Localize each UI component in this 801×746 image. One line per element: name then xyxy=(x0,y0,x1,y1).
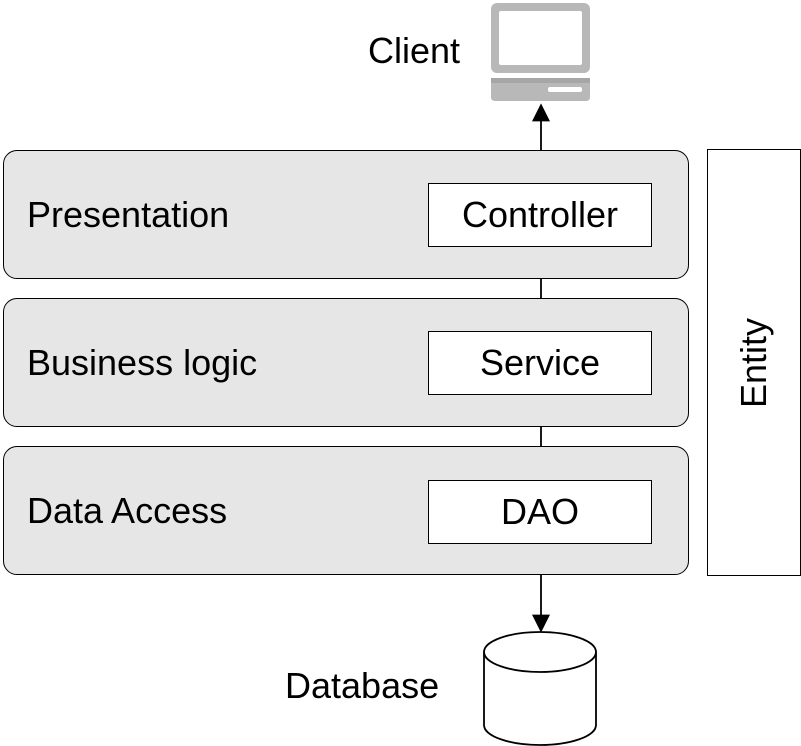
database-cylinder-icon xyxy=(483,631,597,746)
layer-label: Data Access xyxy=(27,490,228,531)
database-label: Database xyxy=(285,665,440,706)
controller-box: Controller xyxy=(428,183,652,247)
client-label: Client xyxy=(368,30,461,71)
computer-icon xyxy=(491,3,590,101)
layer-label: Business logic xyxy=(27,342,258,383)
dao-box: DAO xyxy=(428,480,652,544)
layer-label: Presentation xyxy=(27,194,230,235)
layer-presentation: Presentation xyxy=(3,150,689,279)
entity-box: Entity xyxy=(707,149,801,576)
service-box: Service xyxy=(428,331,652,395)
entity-label: Entity xyxy=(733,317,774,408)
